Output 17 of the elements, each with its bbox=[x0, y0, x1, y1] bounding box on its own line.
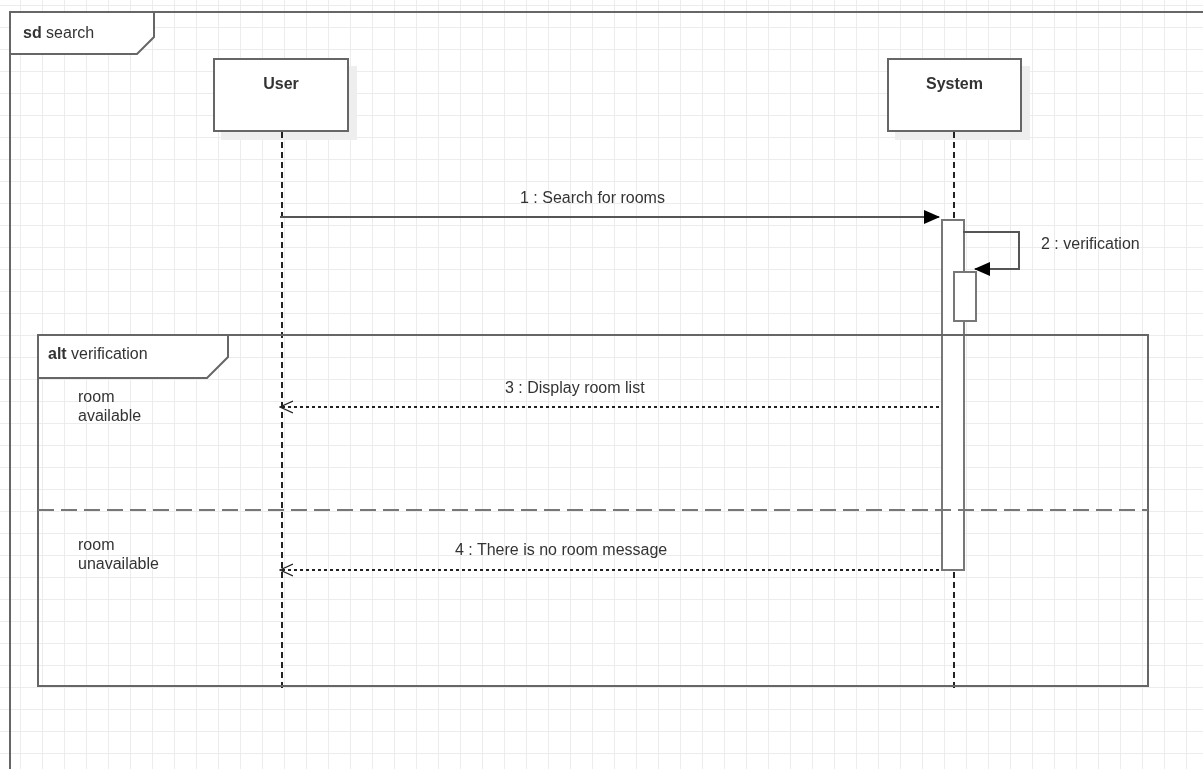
activation-bar bbox=[941, 219, 965, 571]
participant-name: User bbox=[262, 74, 300, 93]
guard-condition: room unavailable bbox=[78, 535, 160, 573]
message-label: 3 : Display room list bbox=[505, 378, 645, 397]
fragment-label: alt verification bbox=[48, 344, 148, 363]
reply-message-arrow bbox=[279, 563, 940, 577]
message-arrow bbox=[962, 231, 1020, 276]
activation-bar bbox=[953, 271, 977, 322]
message-label: 4 : There is no room message bbox=[455, 540, 668, 559]
message-label: 2 : verification bbox=[1041, 234, 1140, 253]
frame-label: sd search bbox=[23, 23, 95, 42]
lifeline bbox=[281, 132, 283, 688]
reply-message-arrow bbox=[279, 400, 940, 414]
message-arrow bbox=[279, 210, 940, 224]
participant-name: System bbox=[925, 74, 984, 93]
guard-condition: room available bbox=[78, 387, 143, 425]
message-label: 1 : Search for rooms bbox=[520, 188, 665, 207]
